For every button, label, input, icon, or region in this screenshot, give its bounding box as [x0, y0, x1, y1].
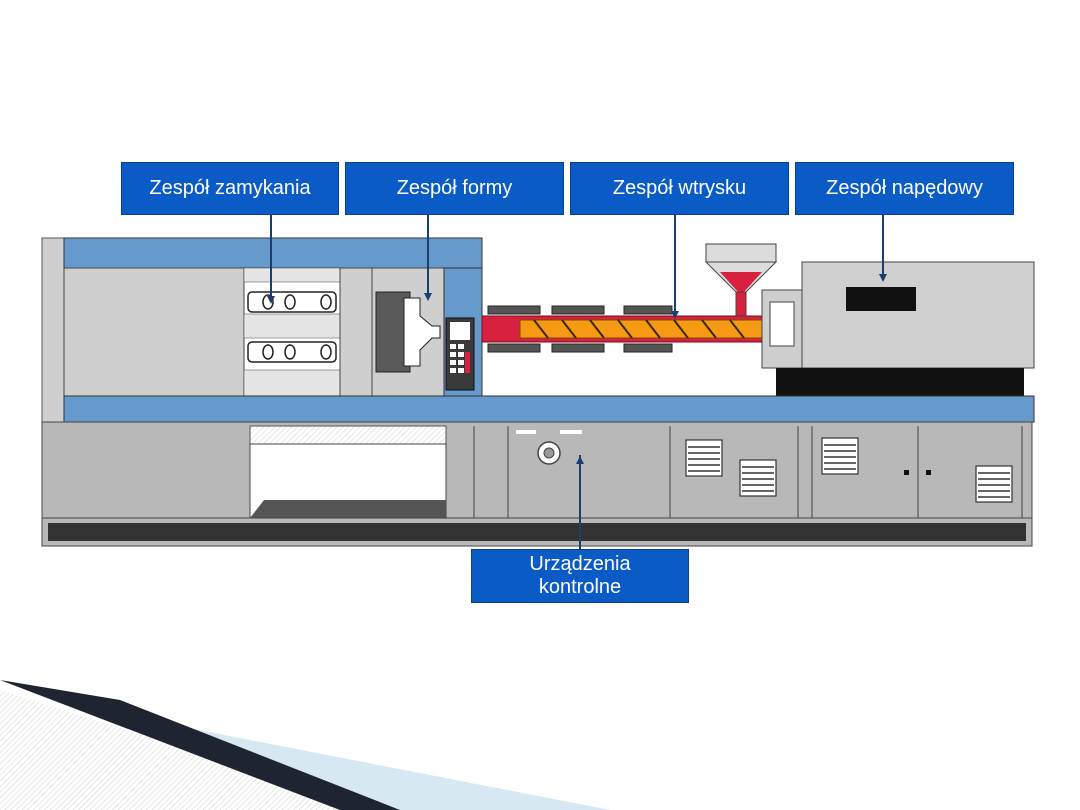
decorative-swoosh	[0, 680, 610, 810]
machine-body	[41, 237, 1035, 547]
label-control-unit-line2: kontrolne	[538, 576, 622, 598]
label-mold-unit-text: Zespół formy	[396, 177, 513, 199]
label-mold-unit: Zespół formy	[345, 162, 564, 215]
label-drive-unit-text: Zespół napędowy	[826, 177, 983, 199]
label-clamping-unit: Zespół zamykania	[121, 162, 339, 215]
label-drive-unit: Zespół napędowy	[795, 162, 1014, 215]
pointer-arrows	[267, 215, 887, 585]
label-clamping-unit-text: Zespół zamykania	[149, 177, 311, 199]
label-injection-unit-text: Zespół wtrysku	[612, 177, 747, 199]
label-control-unit: Urządzenia kontrolne	[471, 549, 689, 603]
label-control-unit-line1: Urządzenia	[529, 553, 631, 575]
label-injection-unit: Zespół wtrysku	[570, 162, 789, 215]
